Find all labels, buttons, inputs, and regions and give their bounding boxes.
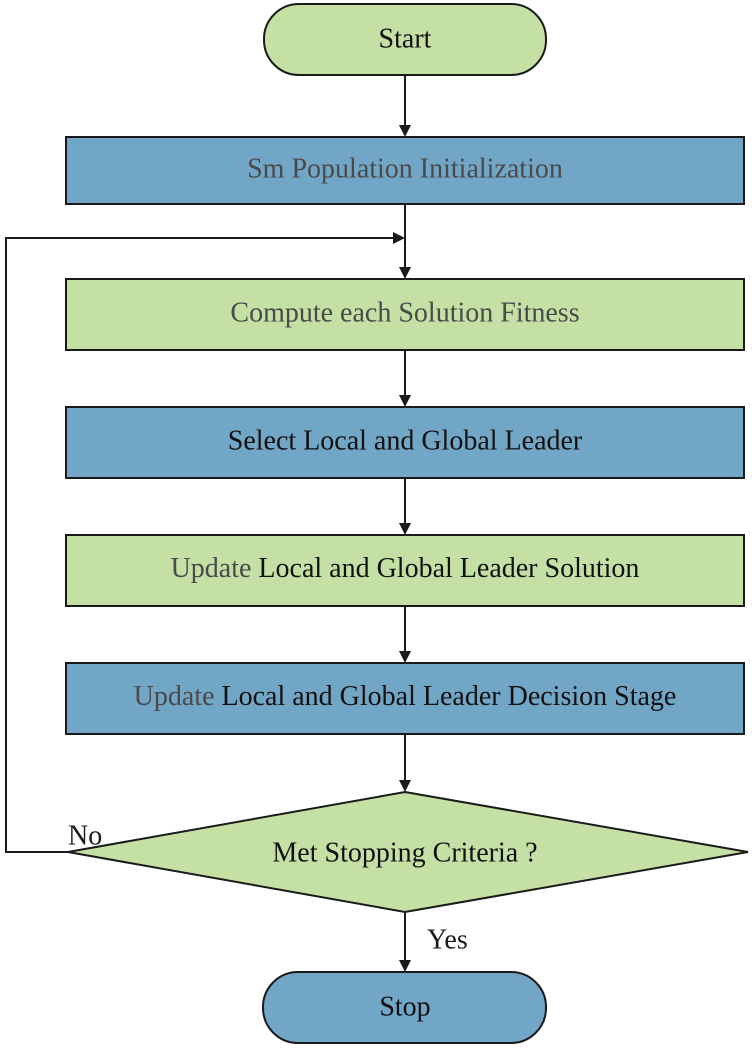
- select-label: Select Local and Global Leader: [228, 425, 583, 456]
- update-solution-process: [65, 534, 745, 607]
- update-decision-label: Local and Global Leader Decision Stage: [222, 681, 677, 712]
- init-label: Sm Population Initialization: [247, 153, 563, 184]
- fitness-label: Compute each Solution Fitness: [230, 297, 579, 328]
- update-solution-label: Local and Global Leader Solution: [258, 553, 639, 584]
- start-label: Start: [379, 23, 432, 54]
- loop-back-line: [5, 232, 405, 853]
- fitness-process: [65, 278, 745, 351]
- update-decision-prefix: Update: [134, 681, 215, 712]
- update-decision-text: Update Local and Global Leader Decision …: [134, 681, 677, 712]
- yes-label: Yes: [427, 924, 468, 955]
- stop-terminator: [262, 971, 547, 1044]
- select-process: [65, 406, 745, 479]
- update-solution-prefix: Update: [171, 553, 252, 584]
- decision-label: Met Stopping Criteria ?: [272, 837, 537, 868]
- update-solution-text: Update Local and Global Leader Solution: [171, 553, 640, 584]
- stop-label: Stop: [379, 991, 430, 1022]
- no-label: No: [68, 820, 102, 851]
- init-process: [65, 136, 745, 205]
